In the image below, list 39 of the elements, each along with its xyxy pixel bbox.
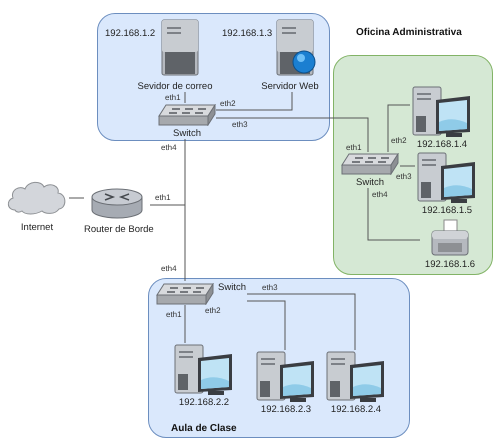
port-label: eth1 — [165, 93, 181, 102]
port-label: eth4 — [161, 264, 177, 273]
port-label: eth3 — [396, 172, 412, 181]
ip-address: 192.168.1.3 — [222, 28, 272, 40]
port-label: eth1 — [155, 193, 171, 202]
node-label: 192.168.1.5 — [420, 205, 474, 217]
node-label: 192.168.1.6 — [424, 259, 476, 271]
network-cable — [246, 294, 356, 350]
node-label: Switch — [355, 177, 385, 189]
node-label: Switch — [172, 128, 202, 140]
classroom-zone — [148, 278, 410, 438]
network-cable — [216, 118, 368, 152]
ip-address: 192.168.1.2 — [105, 28, 156, 40]
port-label: eth2 — [391, 136, 407, 145]
port-label: eth4 — [161, 143, 177, 152]
node-label: 192.168.2.3 — [260, 404, 312, 416]
node-label: 192.168.1.4 — [416, 139, 468, 151]
network-cable — [184, 92, 186, 104]
zone-title: Oficina Administrativa — [356, 27, 463, 39]
network-cable — [368, 188, 420, 240]
node-label: Sevidor de correo — [136, 81, 214, 93]
zone-title: Aula de Clase — [171, 423, 237, 435]
server-zone — [97, 13, 330, 141]
node-label: 192.168.2.2 — [178, 397, 230, 409]
network-cable — [388, 104, 410, 152]
port-label: eth2 — [220, 99, 236, 108]
port-label: eth3 — [232, 120, 248, 129]
port-label: eth4 — [372, 190, 388, 199]
node-label: Servidor Web — [260, 81, 320, 93]
port-label: eth3 — [262, 283, 278, 292]
network-cable — [216, 92, 292, 110]
network-cable — [246, 300, 286, 350]
network-cable — [184, 304, 186, 344]
port-label: eth1 — [346, 143, 362, 152]
node-label: 192.168.2.4 — [330, 404, 382, 416]
port-label: eth2 — [205, 306, 221, 315]
node-label: Internet — [20, 222, 54, 234]
port-label: eth1 — [166, 310, 182, 319]
node-label: Switch — [217, 282, 247, 294]
